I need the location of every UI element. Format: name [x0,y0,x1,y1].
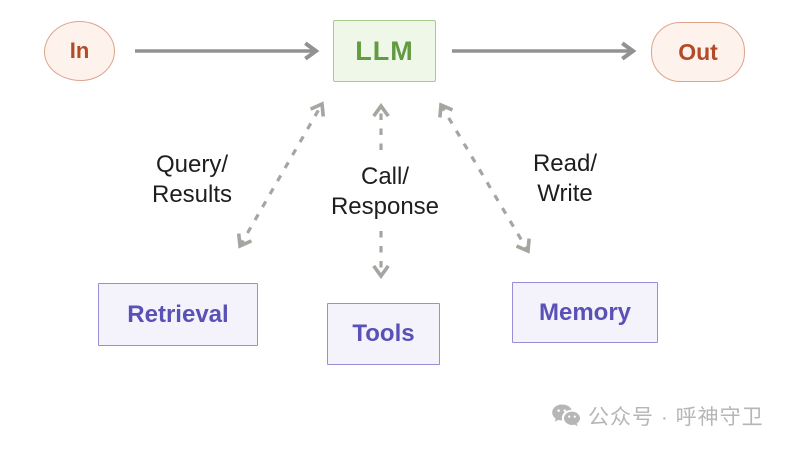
edge-label-line: Results [151,181,233,208]
node-retrieval: Retrieval [98,283,258,346]
arrow-llm-retrieval [236,101,326,249]
node-memory-label: Memory [538,298,632,326]
node-in-label: In [69,38,90,63]
node-tools: Tools [327,303,440,365]
edge-label-line: Read/ [532,150,598,177]
edge-label-query-results: Query/ Results [122,150,262,210]
edge-label-line: Write [537,180,593,207]
wechat-icon [552,404,580,426]
edge-label-line: Call/ [360,163,409,190]
watermark: 公众号 · 呼神守卫 [551,401,764,431]
node-llm-label: LLM [355,35,414,66]
edge-label-call-response: Call/ Response [315,162,455,222]
node-retrieval-label: Retrieval [127,300,229,328]
node-tools-label: Tools [352,320,415,347]
edge-label-line: Response [330,193,440,220]
edge-label-line: Query/ [155,151,229,178]
node-out-label: Out [678,38,718,65]
node-memory: Memory [512,282,658,343]
node-in: In [44,21,115,81]
node-llm: LLM [333,20,436,82]
node-out: Out [651,22,745,82]
edge-label-read-write: Read/ Write [495,149,635,209]
watermark-text: 公众号 · 呼神守卫 [588,406,764,429]
